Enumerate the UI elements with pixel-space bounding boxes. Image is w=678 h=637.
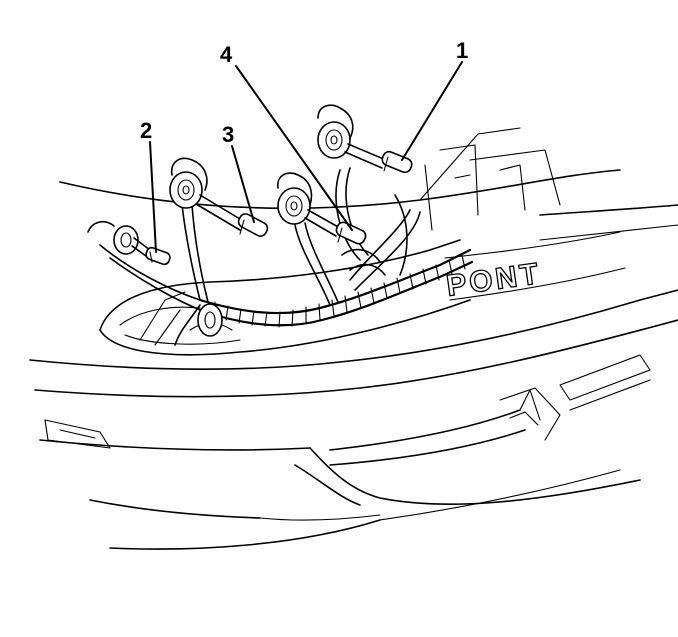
wiring-harness (99, 167, 474, 346)
callout-1: 1 (401, 38, 468, 161)
callout-1-label: 1 (456, 38, 468, 63)
bulb-2 (145, 246, 171, 266)
emblem-text: PONT (444, 257, 543, 303)
bumper-fascia: PONT (29, 127, 678, 550)
bulb-1 (381, 150, 413, 174)
callout-3-label: 3 (222, 122, 234, 147)
callout-3: 3 (222, 122, 255, 223)
callout-2-label: 2 (140, 118, 152, 143)
callout-1-leader (401, 61, 463, 161)
callout-4-label: 4 (220, 42, 233, 67)
socket-bulb-3 (169, 157, 269, 237)
socket-bulb-4 (277, 172, 367, 245)
callout-4: 4 (220, 42, 353, 231)
callout-4-leader (235, 65, 353, 231)
callout-2-leader (149, 141, 157, 253)
callout-3-leader (231, 145, 255, 223)
bulb-3 (237, 213, 269, 237)
callout-2: 2 (140, 118, 157, 253)
bulb-4 (335, 221, 367, 245)
socket-bulb-2 (87, 220, 171, 266)
socket-bulb-1 (317, 104, 413, 174)
